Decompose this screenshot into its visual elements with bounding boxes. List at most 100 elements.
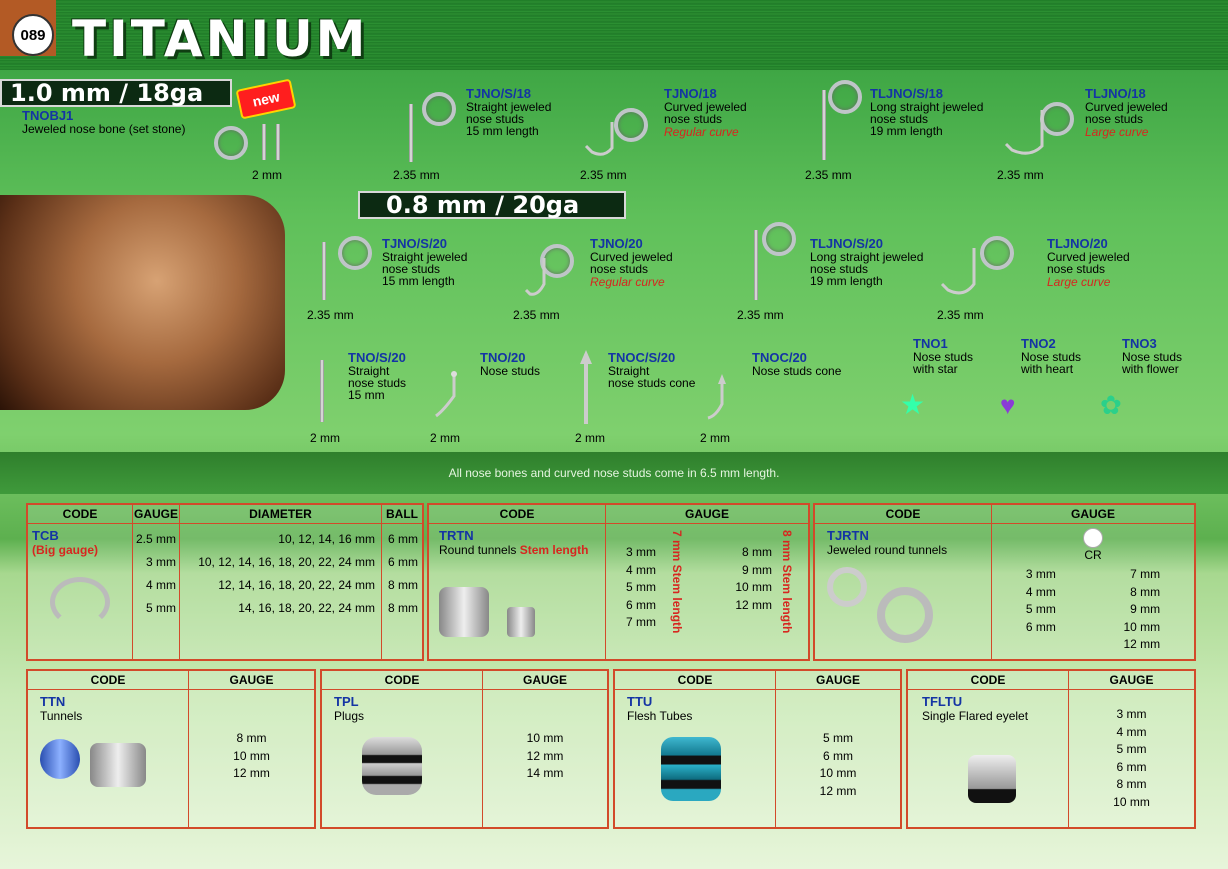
product-tjno-18: TJNO/18 Curved jeweled nose studs Regula… <box>664 86 747 139</box>
ttu-gauge-cell: 5 mm 6 mm 10 mm 12 mm <box>775 689 902 829</box>
tunnel-image <box>439 587 489 637</box>
product-curve: Large curve <box>1047 275 1111 289</box>
ball-value: 8 mm <box>388 601 418 615</box>
col-header: CODE <box>906 669 1069 690</box>
product-size: 2 mm <box>310 431 340 445</box>
tcb-table: CODE GAUGE DIAMETER BALL TCB (Big gauge)… <box>26 503 424 661</box>
gauge-value: 5 mm <box>146 601 176 615</box>
product-desc: 19 mm length <box>810 274 883 288</box>
gauge-value: 3 mm <box>146 555 176 569</box>
product-tno-s-20: TNO/S/20 Straight nose studs 15 mm <box>348 350 406 401</box>
col-header: CODE <box>813 503 992 524</box>
gauge-value: 3 mm <box>626 545 656 559</box>
gauge-value: 9 mm <box>1130 602 1161 616</box>
product-code: TTU <box>627 694 653 709</box>
tjrtn-gauge-cell: CR 3 mm 4 mm 5 mm 6 mm 7 mm 8 mm 9 mm 10… <box>991 523 1196 661</box>
product-desc: nose studs <box>1085 112 1144 126</box>
gauge-value: 5 mm <box>626 580 656 594</box>
product-tjno-s-20: TJNO/S/20 Straight jeweled nose studs 15… <box>382 236 467 287</box>
tunnel-side-image <box>507 607 535 637</box>
product-desc: Long straight jeweled <box>870 100 984 114</box>
gauge-value: 12 mm <box>1123 637 1161 651</box>
product-desc: 15 mm <box>348 388 385 402</box>
tjrtn-table: CODE GAUGE TJRTN Jeweled round tunnels C… <box>813 503 1196 661</box>
product-desc: nose studs <box>1047 262 1106 276</box>
gauge-value: 2.5 mm <box>136 532 177 546</box>
straight-stud-image <box>409 104 413 162</box>
product-code: TJNO/18 <box>664 86 717 101</box>
product-tnobj1: TNOBJ1 Jeweled nose bone (set stone) <box>22 108 185 135</box>
product-desc: Flesh Tubes <box>627 709 693 723</box>
gauge-value: 8 mm <box>236 731 267 745</box>
product-code: TLJNO/S/20 <box>810 236 883 251</box>
product-desc: nose studs <box>664 112 723 126</box>
product-code: TJNO/S/20 <box>382 236 448 251</box>
jewel-closeup-image <box>614 108 648 142</box>
model-photo <box>0 195 285 410</box>
tcb-code-cell: TCB (Big gauge) <box>26 523 133 661</box>
product-code: TNOC/20 <box>752 350 807 365</box>
product-code: TJNO/S/18 <box>466 86 532 101</box>
stem-note: 8 mm Stem length <box>780 530 794 634</box>
product-size: 2 mm <box>252 168 282 182</box>
product-size: 2.35 mm <box>513 308 560 322</box>
col-header: GAUGE <box>605 503 810 524</box>
curved-cone-stud-image <box>707 374 726 420</box>
product-desc: Tunnels <box>40 709 83 723</box>
nose-bone-stud-image <box>262 124 266 160</box>
col-header: GAUGE <box>991 503 1196 524</box>
product-desc: nose studs cone <box>608 376 696 390</box>
gauge-value: 6 mm <box>1025 619 1056 634</box>
product-size: 2.35 mm <box>997 168 1044 182</box>
gauge-value: 10 mm <box>1123 619 1161 634</box>
product-sub: (Big gauge) <box>32 543 98 557</box>
product-desc: Curved jeweled <box>590 250 673 264</box>
product-code: TJNO/20 <box>590 236 643 251</box>
product-code: TNOC/S/20 <box>608 350 676 365</box>
product-desc: Straight jeweled <box>466 100 552 114</box>
product-size: 2 mm <box>700 431 730 445</box>
section-18ga: 1.0 mm / 18ga <box>0 79 232 107</box>
tcb-diameter-cell: 10, 12, 14, 16 mm 10, 12, 14, 16, 18, 20… <box>179 523 382 661</box>
jeweled-tunnel-image <box>877 587 933 643</box>
trtn-gauge-cell: 3 mm 4 mm 5 mm 6 mm 7 mm 7 mm Stem lengt… <box>605 523 810 661</box>
gauge-value: 7 mm <box>626 615 656 629</box>
col-header: GAUGE <box>482 669 609 690</box>
gauge-value: 12 mm <box>526 748 564 763</box>
straight-stud-image <box>754 230 758 300</box>
product-desc: with flower <box>1122 362 1179 376</box>
crystal-label: CR <box>1084 548 1102 562</box>
gauge-value: 5 mm <box>1025 602 1056 616</box>
product-desc: Round tunnels <box>439 543 517 557</box>
diameter-value: 10, 12, 14, 16 mm <box>278 532 375 546</box>
plug-image <box>362 737 422 795</box>
col-header: GAUGE <box>1068 669 1196 690</box>
product-desc: nose studs <box>348 376 407 390</box>
gauge-value: 10 mm <box>735 580 772 594</box>
tfltu-gauge-cell: 3 mm 4 mm 5 mm 6 mm 8 mm 10 mm <box>1068 689 1196 829</box>
col-header: GAUGE <box>132 503 180 524</box>
gauge-value: 8 mm <box>1130 584 1161 599</box>
jewel-closeup-image <box>980 236 1014 270</box>
product-curve: Regular curve <box>664 125 739 139</box>
product-desc: Jeweled nose bone (set stone) <box>22 122 186 136</box>
product-tjno-20: TJNO/20 Curved jeweled nose studs Regula… <box>590 236 673 289</box>
star-stud-icon: ★ <box>900 389 926 420</box>
product-code: TTN <box>40 694 66 709</box>
product-desc: Nose studs <box>1122 350 1183 364</box>
product-desc: nose studs <box>590 262 649 276</box>
gauge-value: 8 mm <box>1116 777 1147 791</box>
product-desc: Straight jeweled <box>382 250 468 264</box>
product-desc: with heart <box>1021 362 1074 376</box>
jeweled-ring-image <box>827 567 867 607</box>
product-desc: Nose studs <box>913 350 974 364</box>
page-number: 089 <box>12 14 54 56</box>
product-desc: 19 mm length <box>870 124 943 138</box>
col-header: CODE <box>26 503 133 524</box>
stem-note: 7 mm Stem length <box>670 530 684 634</box>
trtn-table: CODE GAUGE TRTN Round tunnels Stem lengt… <box>427 503 810 661</box>
product-code: TCB <box>32 528 59 543</box>
